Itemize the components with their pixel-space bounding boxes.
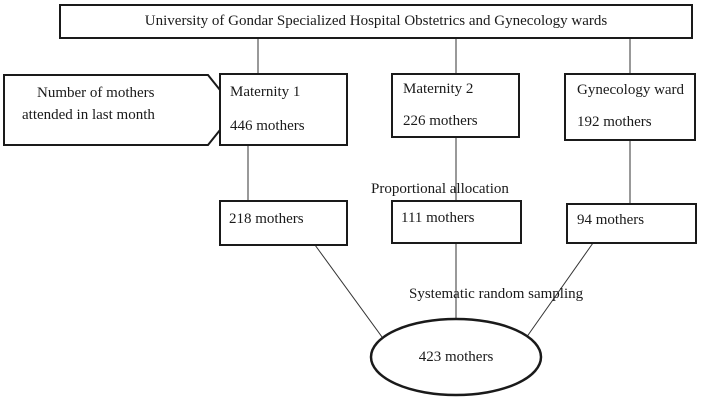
connector-sample3-total xyxy=(525,242,594,339)
ward-name-maternity2: Maternity 2 xyxy=(403,81,474,97)
sample-value-maternity2: 111 mothers xyxy=(401,210,475,226)
diagram-title: University of Gondar Specialized Hospita… xyxy=(144,13,608,29)
side-label-line2: attended in last month xyxy=(22,107,155,123)
ward-name-maternity1: Maternity 1 xyxy=(230,84,301,100)
total-value: 423 mothers xyxy=(418,349,494,365)
ward-attended-gynecology: 192 mothers xyxy=(577,114,652,130)
allocation-label: Proportional allocation xyxy=(371,181,509,197)
sample-box-maternity1 xyxy=(219,200,348,246)
ward-box-maternity1 xyxy=(219,73,348,146)
connector-sample1-total xyxy=(314,244,383,338)
sample-box-maternity2 xyxy=(391,200,522,244)
ward-box-maternity2 xyxy=(391,73,520,138)
total-ellipse xyxy=(369,317,543,397)
ward-attended-maternity2: 226 mothers xyxy=(403,113,478,129)
ward-attended-maternity1: 446 mothers xyxy=(230,118,305,134)
sample-value-maternity1: 218 mothers xyxy=(229,211,304,227)
ward-box-gynecology xyxy=(564,73,696,141)
title-box xyxy=(59,4,693,39)
side-label-line1: Number of mothers xyxy=(37,85,155,101)
ward-name-gynecology: Gynecology ward xyxy=(577,82,685,98)
sample-value-gynecology: 94 mothers xyxy=(577,212,645,228)
sampling-label: Systematic random sampling xyxy=(409,286,584,302)
sample-box-gynecology xyxy=(566,203,697,244)
